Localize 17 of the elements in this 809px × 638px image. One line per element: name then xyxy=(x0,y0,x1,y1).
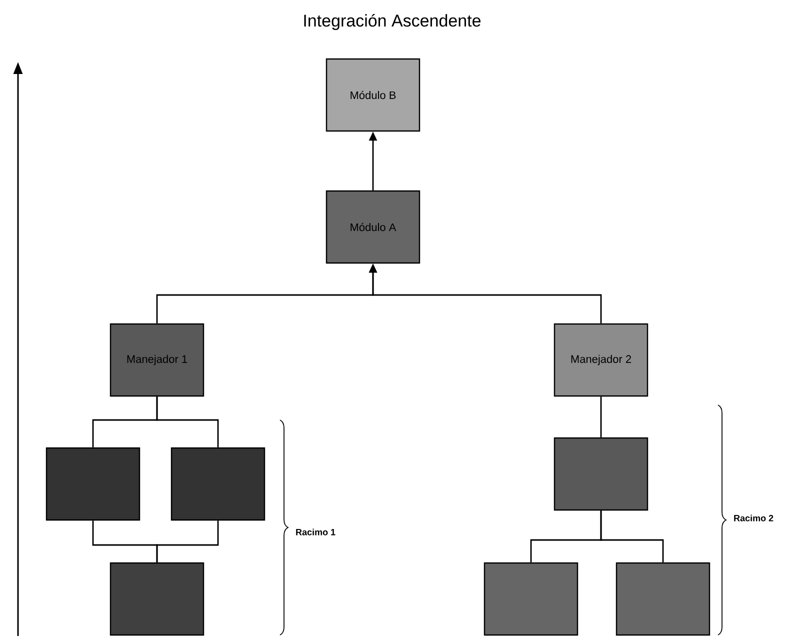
connector xyxy=(600,396,602,438)
empty-box xyxy=(484,562,578,636)
connector xyxy=(600,510,664,562)
connector xyxy=(156,520,219,562)
module-box: Manejador 2 xyxy=(554,323,648,397)
empty-box xyxy=(110,562,204,636)
group-label: Racimo 1 xyxy=(296,528,336,536)
empty-box xyxy=(616,562,710,636)
module-box: Módulo B xyxy=(326,58,420,132)
group-label: Racimo 2 xyxy=(734,514,774,522)
empty-box xyxy=(170,447,266,521)
module-box: Manejador 1 xyxy=(110,323,204,397)
connector xyxy=(156,396,219,448)
empty-box xyxy=(554,437,648,511)
module-box: Módulo A xyxy=(326,190,420,264)
title: Integración Ascendente xyxy=(304,14,481,30)
empty-box xyxy=(46,447,140,521)
